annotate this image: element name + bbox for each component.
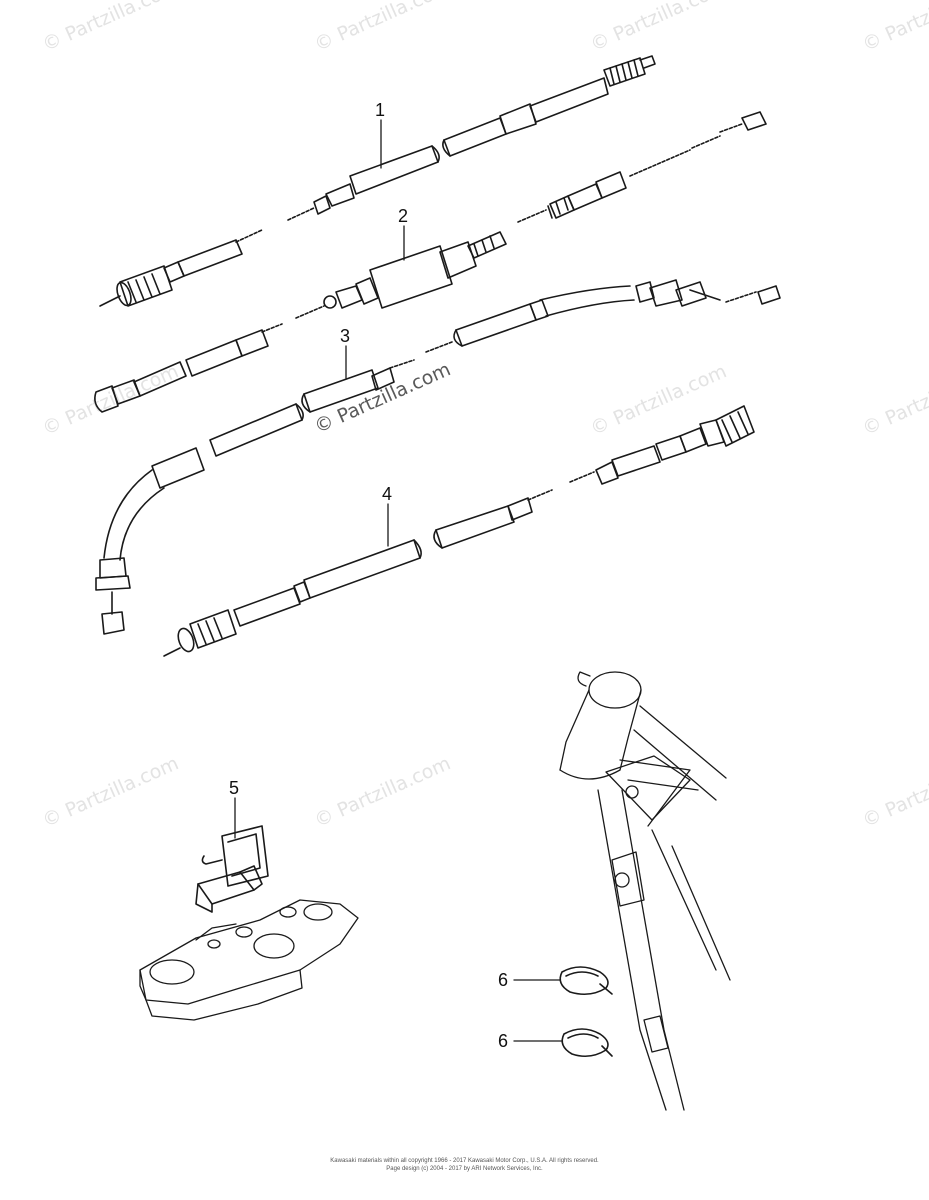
cable-4-speedometer [163, 405, 755, 657]
callout-2: 2 [398, 206, 409, 226]
callout-leaders [234, 119, 563, 1042]
callout-6-lower: 6 [498, 1031, 509, 1051]
callout-5: 5 [229, 778, 240, 798]
part-6-hose-clamp-upper [559, 966, 613, 996]
knurled-nut [603, 55, 656, 87]
part-5-cable-guide [195, 825, 269, 913]
frame-section [559, 671, 731, 1111]
cable-1-speedometer [99, 55, 656, 307]
callout-4: 4 [382, 484, 393, 504]
footer-page-design: Page design (c) 2004 - 2017 by ARI Netwo… [386, 1166, 543, 1172]
steering-stem-bracket [139, 899, 359, 1021]
callout-6-upper: 6 [498, 970, 509, 990]
cable-3-throttle [95, 279, 781, 635]
callout-3: 3 [340, 326, 351, 346]
part-6-hose-clamp-lower [561, 1028, 613, 1058]
callout-1: 1 [375, 100, 386, 120]
cable-2-tachometer [94, 111, 767, 413]
footer-copyright: Kawasaki materials within all copyright … [330, 1158, 599, 1164]
